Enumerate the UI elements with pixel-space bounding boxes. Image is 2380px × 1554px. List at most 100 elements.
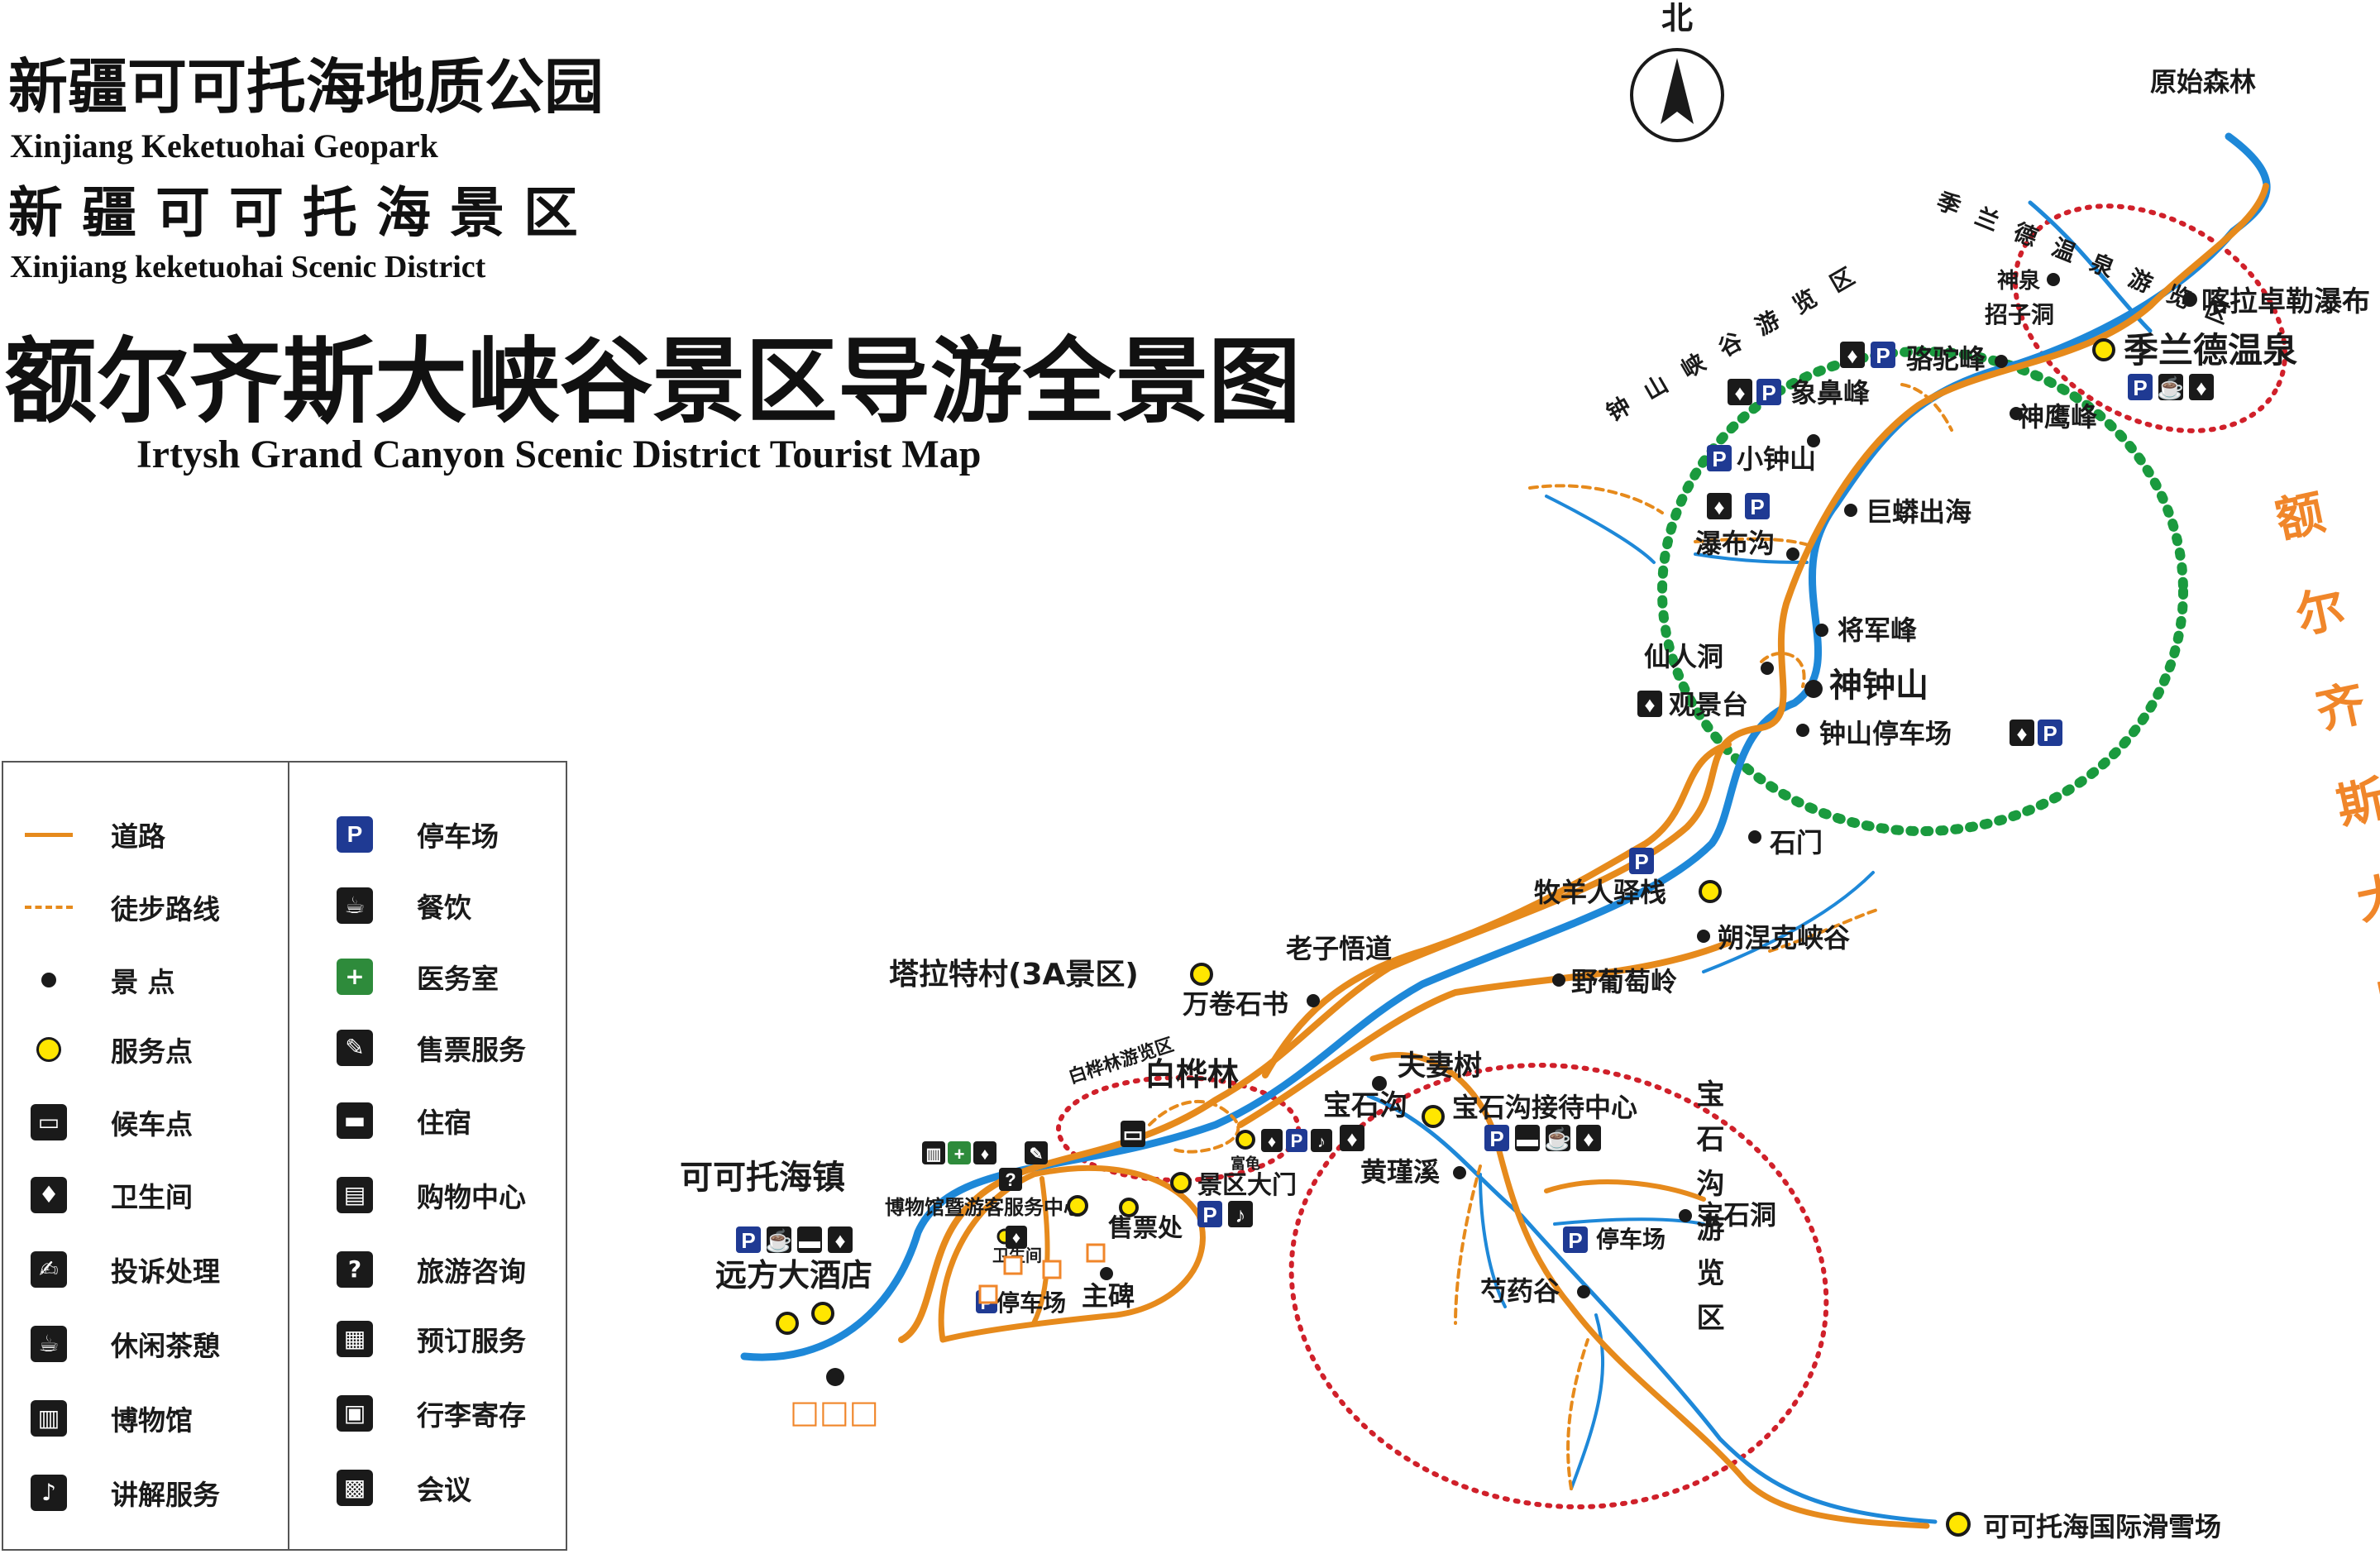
spot-kalazhuole-dot[interactable] bbox=[2182, 292, 2197, 307]
label-ski[interactable]: 可可托海国际滑雪场 bbox=[1983, 1511, 2221, 1542]
guide-icon[interactable]: ♪ bbox=[1228, 1201, 1253, 1227]
label-wanjuan[interactable]: 万卷石书 bbox=[1183, 988, 1288, 1020]
toilet-icon[interactable]: ♦ bbox=[1261, 1129, 1283, 1152]
label-guanjing[interactable]: 观景台 bbox=[1669, 689, 1748, 720]
label-xianren[interactable]: 仙人洞 bbox=[1644, 641, 1723, 672]
label-kalazhuole[interactable]: 喀拉卓勒瀑布 bbox=[2201, 285, 2370, 318]
toilet-icon[interactable]: ♦ bbox=[1707, 493, 1732, 519]
label-yeputao[interactable]: 野葡萄岭 bbox=[1571, 966, 1677, 997]
label-talate[interactable]: 塔拉特村(3A景区) bbox=[889, 958, 1139, 992]
label-gem-parking[interactable]: 停车场 bbox=[1596, 1226, 1666, 1253]
label-jiangjun[interactable]: 将军峰 bbox=[1838, 614, 1917, 646]
parking-icon[interactable]: P bbox=[1871, 342, 1895, 368]
spot-birch-service[interactable] bbox=[1235, 1130, 1255, 1150]
spot-yuanfang-service-2[interactable] bbox=[811, 1302, 834, 1325]
label-yuanfang[interactable]: 远方大酒店 bbox=[715, 1257, 872, 1293]
label-baihua[interactable]: 白桦林 bbox=[1145, 1056, 1239, 1093]
spot-shenzhong-dot[interactable] bbox=[1804, 680, 1823, 698]
spot-xiaozhong-dot[interactable] bbox=[1807, 434, 1820, 447]
medical-cross-icon[interactable]: + bbox=[948, 1141, 971, 1164]
guide-icon[interactable]: ♪ bbox=[1311, 1129, 1332, 1152]
label-fuqi[interactable]: 夫妻树 bbox=[1398, 1050, 1482, 1083]
spot-zhongshan-parking-dot[interactable] bbox=[1796, 724, 1809, 737]
lodging-icon[interactable]: ▬ bbox=[797, 1226, 822, 1253]
parking-icon[interactable]: P bbox=[1286, 1129, 1307, 1152]
spot-yuanfang-service-1[interactable] bbox=[776, 1312, 799, 1335]
spot-wanjuan-dot[interactable] bbox=[1307, 994, 1320, 1007]
toilet-icon[interactable]: ♦ bbox=[973, 1141, 996, 1164]
label-shimen[interactable]: 石门 bbox=[1769, 827, 1823, 858]
spot-yeputao-dot[interactable] bbox=[1552, 973, 1565, 987]
label-luotuo[interactable]: 骆驼峰 bbox=[1906, 343, 1986, 375]
label-shenzhong[interactable]: 神钟山 bbox=[1829, 667, 1928, 705]
label-shuonieke[interactable]: 朔涅克峡谷 bbox=[1718, 922, 1850, 954]
spot-muyang-dot[interactable] bbox=[1699, 880, 1722, 903]
consult-icon[interactable]: ? bbox=[999, 1168, 1022, 1191]
label-museum-center[interactable]: 博物馆暨游客服务中心 bbox=[885, 1196, 1083, 1219]
toilet-icon[interactable]: ♦ bbox=[1340, 1125, 1364, 1151]
toilet-icon[interactable]: ♦ bbox=[1728, 379, 1752, 405]
label-baoshi-center[interactable]: 宝石沟接待中心 bbox=[1452, 1092, 1637, 1123]
spot-huangjin-dot[interactable] bbox=[1453, 1166, 1466, 1179]
spot-pubugou-dot[interactable] bbox=[1786, 547, 1799, 561]
dining-icon[interactable]: ☕ bbox=[766, 1226, 792, 1253]
parking-icon[interactable]: P bbox=[1629, 848, 1654, 874]
toilet-icon[interactable]: ♦ bbox=[2189, 374, 2214, 400]
label-huangjin[interactable]: 黄瑾溪 bbox=[1360, 1156, 1441, 1188]
toilet-icon[interactable]: ♦ bbox=[828, 1226, 853, 1253]
label-laozi[interactable]: 老子悟道 bbox=[1286, 933, 1392, 964]
parking-icon[interactable]: P bbox=[1197, 1201, 1222, 1227]
spot-fuqi-dot[interactable] bbox=[1372, 1076, 1387, 1091]
spot-ski-dot[interactable] bbox=[1946, 1512, 1971, 1537]
label-gate[interactable]: 景区大门 bbox=[1197, 1171, 1297, 1200]
spot-museum-service[interactable] bbox=[1119, 1198, 1139, 1217]
parking-icon[interactable]: P bbox=[736, 1226, 761, 1253]
parking-icon[interactable]: P bbox=[2038, 720, 2062, 746]
spot-jumang-dot[interactable] bbox=[1844, 504, 1857, 517]
toilet-icon[interactable]: ♦ bbox=[1840, 342, 1865, 368]
spot-talate-dot[interactable] bbox=[1190, 963, 1213, 986]
parking-icon[interactable]: P bbox=[1707, 445, 1732, 471]
spot-jilande-spring-dot[interactable] bbox=[2092, 338, 2115, 361]
parking-icon[interactable]: P bbox=[1745, 493, 1770, 519]
spot-luotuo-dot[interactable] bbox=[1995, 355, 2008, 368]
label-muyang[interactable]: 牧羊人驿栈 bbox=[1534, 877, 1666, 908]
dining-icon[interactable]: ☕ bbox=[1545, 1125, 1571, 1151]
label-zhongshan-parking[interactable]: 钟山停车场 bbox=[1819, 718, 1952, 749]
label-xiaozhong[interactable]: 小钟山 bbox=[1737, 443, 1816, 475]
spot-jiangjun-dot[interactable] bbox=[1815, 624, 1828, 637]
parking-icon[interactable]: P bbox=[2128, 374, 2153, 400]
label-fugui[interactable]: 富龟 bbox=[1231, 1155, 1260, 1173]
label-zhaozidong[interactable]: 招子洞 bbox=[1985, 301, 2054, 328]
parking-icon[interactable]: P bbox=[1756, 379, 1781, 405]
spot-gate-dot[interactable] bbox=[1170, 1172, 1192, 1193]
lodging-icon[interactable]: ▬ bbox=[1515, 1125, 1540, 1151]
spot-town-dot[interactable] bbox=[826, 1368, 844, 1386]
label-shaoyao[interactable]: 芍药谷 bbox=[1480, 1275, 1560, 1307]
toilet-icon[interactable]: ♦ bbox=[1576, 1125, 1601, 1151]
bus-stop-icon[interactable]: ▭ bbox=[1121, 1121, 1145, 1147]
label-pubugou[interactable]: 瀑布沟 bbox=[1695, 528, 1775, 559]
toilet-icon[interactable]: ♦ bbox=[1637, 691, 1662, 717]
spot-main-stele-dot[interactable] bbox=[1100, 1267, 1113, 1280]
spot-xianren-dot[interactable] bbox=[1761, 662, 1774, 675]
label-baoshigou[interactable]: 宝石沟 bbox=[1323, 1089, 1407, 1122]
spot-baoshi-center-dot[interactable] bbox=[1422, 1105, 1445, 1128]
parking-icon[interactable]: P bbox=[1484, 1125, 1509, 1151]
spot-ticket-dot[interactable] bbox=[1067, 1195, 1088, 1217]
parking-icon[interactable]: P bbox=[1563, 1226, 1588, 1253]
label-shenying[interactable]: 神鹰峰 bbox=[2018, 401, 2097, 433]
spot-shimen-dot[interactable] bbox=[1748, 830, 1761, 844]
ticket-icon[interactable]: ✎ bbox=[1025, 1141, 1048, 1164]
dining-icon[interactable]: ☕ bbox=[2158, 374, 2184, 400]
label-keketuohai-town[interactable]: 可可托海镇 bbox=[680, 1159, 845, 1197]
toilet-icon[interactable]: ♦ bbox=[2010, 720, 2034, 746]
label-shenquan[interactable]: 神泉 bbox=[1997, 268, 2041, 294]
label-jilande-spring[interactable]: 季兰德温泉 bbox=[2124, 330, 2297, 371]
spot-baoshidong-dot[interactable] bbox=[1679, 1209, 1692, 1222]
spot-shaoyao-dot[interactable] bbox=[1577, 1285, 1590, 1298]
label-main-stele[interactable]: 主碑 bbox=[1082, 1280, 1135, 1312]
label-xiangbi[interactable]: 象鼻峰 bbox=[1790, 377, 1870, 409]
label-jumang[interactable]: 巨蟒出海 bbox=[1866, 496, 1971, 528]
toilet-icon[interactable]: ♦ bbox=[1006, 1226, 1027, 1249]
